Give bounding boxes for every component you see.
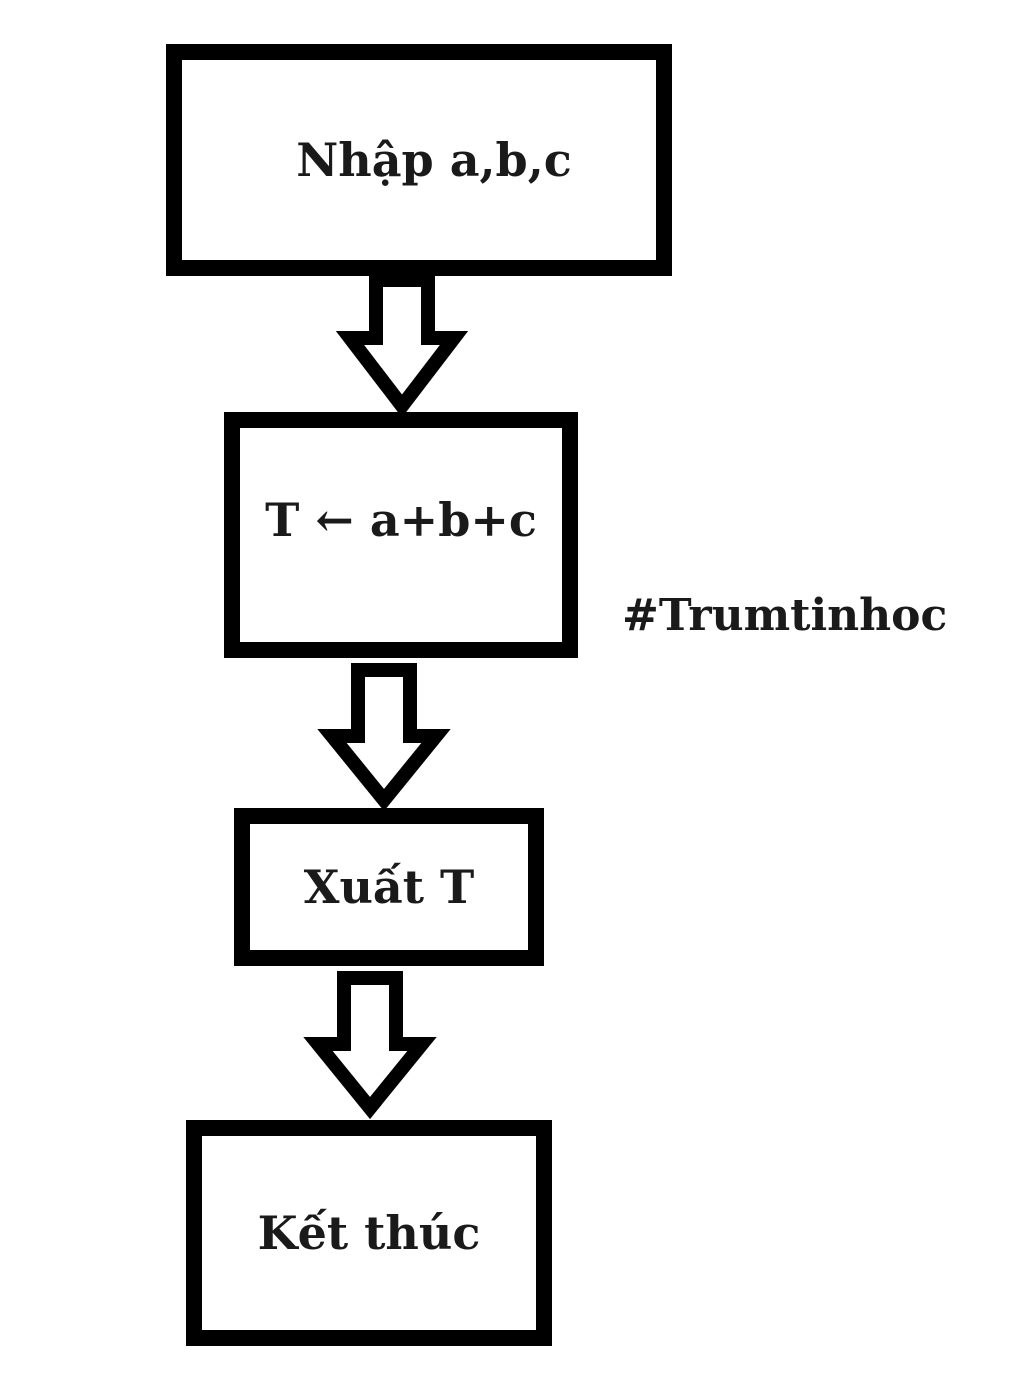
step-box-output: Xuất T bbox=[234, 808, 544, 966]
step-label-assign: T ← a+b+c bbox=[265, 493, 537, 547]
step-label-input: Nhập a,b,c bbox=[296, 133, 572, 187]
arrow-down-icon bbox=[335, 273, 469, 418]
arrow-down-icon bbox=[317, 663, 451, 812]
watermark-text: #Trumtinhoc bbox=[622, 590, 948, 641]
step-box-end: Kết thúc bbox=[186, 1120, 552, 1346]
step-box-input: Nhập a,b,c bbox=[166, 44, 672, 276]
arrow-down-icon bbox=[303, 971, 437, 1120]
step-box-assign: T ← a+b+c bbox=[224, 412, 578, 658]
step-label-output: Xuất T bbox=[303, 860, 475, 914]
step-label-end: Kết thúc bbox=[257, 1206, 481, 1260]
